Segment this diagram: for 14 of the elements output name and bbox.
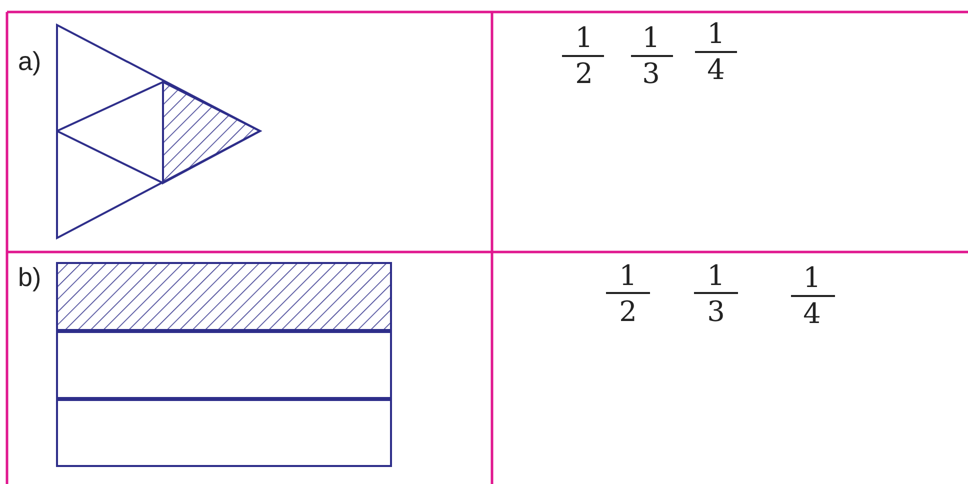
part-label: b) xyxy=(18,262,42,293)
part-label: a) xyxy=(18,46,42,77)
fraction-digit: 3 xyxy=(707,296,725,328)
fraction-digit: 1 xyxy=(803,262,821,294)
fraction-digit: 1 xyxy=(707,260,725,292)
fraction-digit: 4 xyxy=(803,298,821,330)
fraction-digit: 2 xyxy=(619,296,637,328)
fraction-digit: 1 xyxy=(642,22,660,54)
fraction-digit: 4 xyxy=(707,54,725,86)
fraction-digit: 2 xyxy=(575,58,593,90)
fraction-digit: 3 xyxy=(642,58,660,90)
fraction-digit: 1 xyxy=(619,260,637,292)
fraction-digit: 1 xyxy=(707,18,725,50)
fraction-digit: 1 xyxy=(575,22,593,54)
